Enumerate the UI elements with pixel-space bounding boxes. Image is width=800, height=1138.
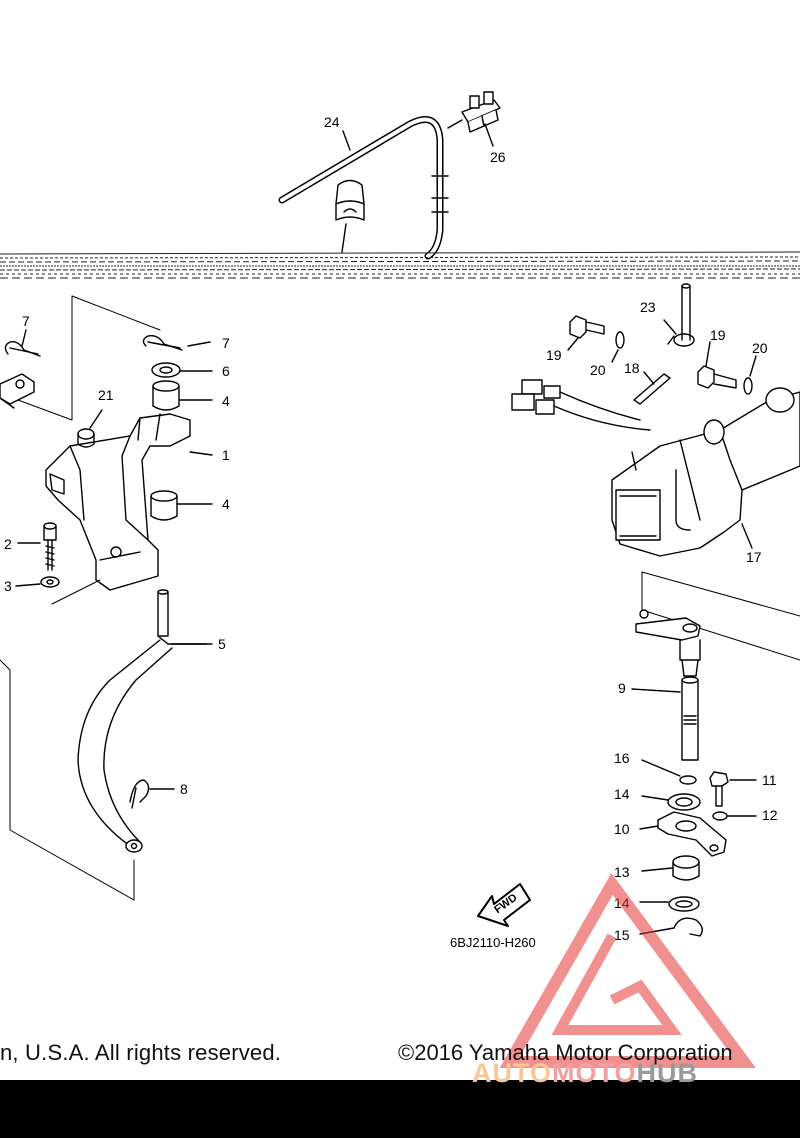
scan-tear-band [0, 251, 800, 279]
washer-part-12 [712, 811, 757, 821]
tube-vertical [681, 283, 691, 341]
callout-16: 16 [614, 750, 630, 766]
arm-part-10 [639, 811, 727, 857]
callout-14-top: 14 [614, 786, 630, 802]
watermark-part-moto: MOTO [552, 1058, 637, 1088]
callout-2: 2 [4, 536, 12, 552]
washer-part-14-top [641, 793, 701, 811]
callout-5: 5 [218, 636, 226, 652]
cotter-pin-part-7-right [142, 334, 211, 351]
callout-6: 6 [222, 363, 230, 379]
parts-diagram: 24 26 7 7 6 4 21 1 4 2 3 5 8 23 19 20 19… [0, 91, 800, 1068]
watermark-logo-icon [499, 873, 756, 1068]
bushing-part-4-top [152, 380, 213, 411]
arm-top [635, 571, 800, 677]
callout-21: 21 [98, 387, 114, 403]
washer-part-3 [15, 576, 60, 588]
callout-17: 17 [746, 549, 762, 565]
fwd-arrow-icon [477, 883, 531, 927]
bottom-bar [0, 1080, 800, 1138]
washer-part-6 [151, 362, 213, 378]
callout-7-right: 7 [222, 335, 230, 351]
callout-13: 13 [614, 864, 630, 880]
callout-11: 11 [762, 772, 777, 788]
copyright-left: n, U.S.A. All rights reserved. [0, 1040, 282, 1065]
watermark-wordmark: AUTOMOTOHUB [472, 1058, 698, 1089]
grommet-part-25 [335, 179, 365, 253]
washer-part-20-left [611, 331, 625, 363]
diagram-code: 6BJ2110-H260 [450, 935, 536, 950]
callout-3: 3 [4, 578, 12, 594]
callout-4-top: 4 [222, 393, 230, 409]
callout-19-right: 19 [710, 327, 726, 343]
bushing-part-13 [641, 855, 700, 881]
watermark-part-hub: HUB [636, 1058, 699, 1088]
callout-20-left: 20 [590, 362, 606, 378]
clevis-left [0, 373, 35, 409]
clip-part-26 [447, 91, 501, 147]
bolt-part-2 [17, 522, 57, 571]
callout-20-right: 20 [752, 340, 768, 356]
callout-15: 15 [614, 927, 630, 943]
bolt-part-19-right [697, 341, 737, 389]
bolt-part-19-left [567, 315, 605, 351]
washer-part-14-bottom [639, 896, 700, 912]
shaft-part-9 [631, 676, 699, 761]
callout-24: 24 [324, 114, 340, 130]
bushing-part-4-bottom [150, 490, 213, 521]
copyright-right: ©2016 Yamaha Motor Corporation [398, 1040, 733, 1065]
actuator-part-17 [611, 387, 800, 557]
callout-8: 8 [180, 781, 188, 797]
callout-labels: 24 26 7 7 6 4 21 1 4 2 3 5 8 23 19 20 19… [4, 114, 778, 943]
callout-23: 23 [640, 299, 656, 315]
bracket-part-1 [45, 413, 213, 591]
callout-26: 26 [490, 149, 506, 165]
lever-part-5 [77, 589, 213, 853]
cotter-pin-part-8 [129, 779, 175, 809]
connectors [511, 379, 651, 431]
bolt-part-11 [709, 771, 757, 807]
cap-part-21 [77, 409, 103, 448]
callout-18: 18 [624, 360, 640, 376]
callout-12: 12 [762, 807, 778, 823]
callout-4-bottom: 4 [222, 496, 230, 512]
clip-part-23 [663, 319, 695, 347]
tie-part-18 [633, 371, 671, 405]
cotter-pin-part-7-left [4, 329, 41, 357]
callout-10: 10 [614, 821, 630, 837]
callout-7-left: 7 [22, 313, 30, 329]
callout-9: 9 [618, 680, 626, 696]
pipe-part-24 [278, 116, 449, 260]
washer-part-20-right [743, 355, 757, 395]
callout-1: 1 [222, 447, 230, 463]
watermark-part-auto: AUTO [472, 1058, 553, 1088]
callout-19-left: 19 [546, 347, 562, 363]
oring-part-16 [641, 759, 697, 785]
